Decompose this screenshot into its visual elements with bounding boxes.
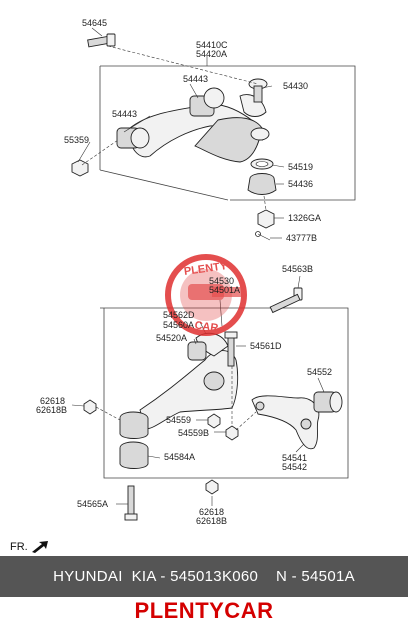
callout-54430: 54430 [283, 81, 308, 91]
bolt-54645 [87, 33, 116, 48]
ring-54519 [250, 158, 274, 170]
nut-54559 [207, 413, 221, 429]
callout-54559B: 54559B [178, 428, 209, 438]
watermark-bottom-text: CAR [194, 319, 219, 334]
bushing-54443-b [116, 127, 150, 149]
callout-54443-b: 54443 [112, 109, 137, 119]
callout-54530: 54530 [209, 276, 234, 286]
bushing-54443-a [189, 87, 225, 117]
nut-55359 [71, 159, 89, 177]
direction-label: FR. [10, 541, 28, 553]
nut-54559B [225, 425, 239, 441]
nut-62618-a [83, 399, 97, 415]
front-arrow-icon [31, 541, 48, 553]
lower-assembly-frame [100, 307, 349, 479]
bushing-54584A [119, 411, 149, 469]
callout-54542: 54542 [282, 462, 307, 472]
callout-54552: 54552 [307, 367, 332, 377]
callout-54436: 54436 [288, 179, 313, 189]
direction-indicator: FR. [10, 540, 50, 554]
callout-54420A: 54420A [196, 49, 227, 59]
callout-54563B: 54563B [282, 264, 313, 274]
bushing-54552 [313, 391, 343, 413]
callout-54541: 54541 [282, 453, 307, 463]
pin-43777B [255, 231, 271, 241]
watermark-stamp: PLENTY CAR [165, 254, 247, 336]
callout-55359: 55359 [64, 135, 89, 145]
bolt-54563B [269, 287, 303, 314]
bushing-54520A [187, 341, 207, 361]
callout-43777B: 43777B [286, 233, 317, 243]
callout-54559: 54559 [166, 415, 191, 425]
callout-62618B-b: 62618B [196, 516, 227, 526]
callout-54645: 54645 [82, 18, 107, 28]
callout-54562D: 54562D [163, 310, 195, 320]
callout-54561D: 54561D [250, 341, 282, 351]
link-54541 [251, 395, 320, 450]
bolt-54561D [224, 331, 238, 367]
lower-control-arm [139, 332, 239, 430]
callout-1326GA: 1326GA [288, 213, 321, 223]
callout-54410C: 54410C [196, 40, 228, 50]
bolt-54565A [124, 485, 138, 521]
boot-54436 [247, 173, 277, 195]
callout-54501A: 54501A [209, 285, 240, 295]
callout-62618B-a: 62618B [36, 405, 67, 415]
callout-54519: 54519 [288, 162, 313, 172]
callout-54584A: 54584A [164, 452, 195, 462]
callout-54520A: 54520A [156, 333, 187, 343]
brand-logo-text: PLENTYCAR [134, 598, 274, 623]
callout-54560A: 54560A [163, 320, 194, 330]
part-number-band: HYUNDAI KIA - 545013K060 N - 54501A [0, 556, 408, 597]
part-number-text: HYUNDAI KIA - 545013K060 N - 54501A [53, 568, 355, 585]
ball-joint-54430 [248, 78, 270, 141]
parts-diagram: PLENTY CAR 54645 54410C 54420A 54443 544… [36, 18, 356, 526]
callout-62618-a: 62618 [40, 396, 65, 406]
callout-54565A: 54565A [77, 499, 108, 509]
upper-control-arm [129, 94, 267, 163]
nut-1326GA [257, 209, 275, 229]
callout-54443-a: 54443 [183, 74, 208, 84]
nut-62618-b [205, 479, 219, 495]
callout-62618-b: 62618 [199, 507, 224, 517]
